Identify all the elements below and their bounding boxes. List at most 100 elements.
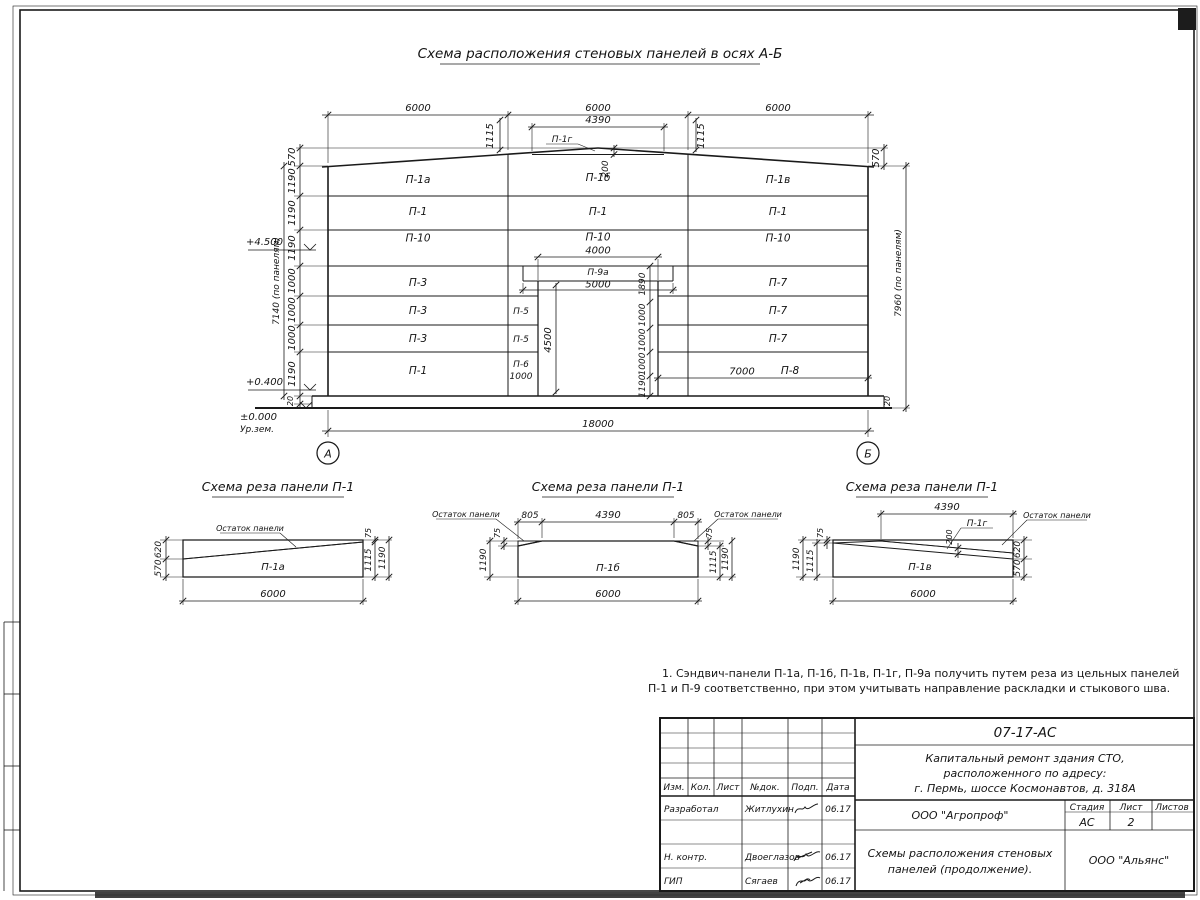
dim-lintel-width: 5000 [585, 280, 610, 291]
note-line-1: 1. Сэндвич-панели П-1а, П-1б, П-1в, П-1г… [662, 667, 1179, 680]
dim-1190: 1190 [721, 547, 731, 570]
row-role-razrabotal: Разработал [664, 805, 719, 815]
doc-number: 07-17-АС [994, 725, 1057, 741]
panel-label-p9a: П-9а [587, 268, 608, 278]
title-block: Изм. Кол. Лист №док. Подп. Дата Разработ… [659, 717, 1195, 892]
dim-1000: 1000 [287, 297, 298, 322]
elevation-bottom-dims: 18000 А Б [316, 410, 880, 465]
dim-bay3: 6000 [765, 103, 790, 114]
project-line-1: Капитальный ремонт здания СТО, [925, 752, 1124, 765]
dim-1190: 1190 [479, 548, 489, 571]
dim-door-height: 4500 [543, 327, 554, 352]
project-line-3: г. Пермь, шоссе Космонавтов, д. 318А [914, 782, 1136, 795]
signature-3 [795, 876, 821, 887]
panel-label-p3: П-3 [409, 305, 427, 317]
dim-p8-width: 7000 [729, 367, 754, 378]
dim-75: 75 [816, 528, 825, 538]
dim-1190: 1190 [638, 374, 648, 397]
dim-total-18000: 18000 [582, 419, 614, 430]
ground-label: Ур.зем. [240, 425, 274, 435]
panel-label-p1: П-1 [409, 365, 427, 377]
level-mark-icon [299, 401, 313, 409]
detail-3: Схема реза панели П-1 П-1г Остаток панел… [792, 479, 1091, 605]
panel-label-p7: П-7 [769, 305, 788, 317]
org-alyans: ООО "Альянс" [1089, 854, 1170, 867]
dim-door-width: 4000 [585, 246, 610, 257]
dim-200: 200 [945, 529, 954, 544]
panel-label-p6: П-6 [513, 360, 529, 370]
dim-1000: 1000 [638, 328, 648, 351]
level-mark-icon [303, 383, 317, 391]
panel-label-p1g: П-1г [552, 135, 573, 145]
axis-label-b: Б [864, 448, 872, 461]
panel-label-p1: П-1 [769, 206, 787, 218]
dim-1190: 1190 [287, 235, 298, 260]
panel-label-p7: П-7 [769, 333, 788, 345]
dim-20-left: 20 [286, 396, 295, 406]
dim-1115: 1115 [806, 549, 816, 572]
row-name-dvoeglazov: Двоеглазов [744, 853, 800, 863]
axis-bubble-a [316, 441, 340, 465]
panel-label-p1g: П-1г [967, 519, 988, 529]
scan-artifact-bar [95, 892, 1185, 898]
corner-stamp-box [1178, 8, 1196, 30]
signature-2 [793, 851, 821, 862]
dim-1190: 1190 [287, 361, 298, 386]
dim-1115: 1115 [364, 548, 374, 571]
note-line-2: П-1 и П-9 соответственно, при этом учиты… [648, 682, 1170, 695]
dim-6000: 6000 [595, 589, 620, 600]
stage-label: Стадия [1070, 803, 1105, 813]
detail-2-title: Схема реза панели П-1 [532, 479, 684, 494]
dim-6000: 6000 [260, 589, 285, 600]
dim-1115-right: 1115 [696, 123, 707, 148]
elevation-levels: +4.500 +0.400 ±0.000 Ур.зем. [240, 237, 317, 435]
dim-805: 805 [677, 511, 694, 521]
note: 1. Сэндвич-панели П-1а, П-1б, П-1в, П-1г… [648, 667, 1179, 695]
leftover-label: Остаток панели [216, 524, 284, 533]
sheet-number: 2 [1128, 816, 1135, 829]
main-title-block: Схема расположения стеновых панелей в ос… [418, 46, 783, 65]
panel-label-p1: П-1 [409, 206, 427, 218]
dim-1000: 1000 [638, 352, 648, 375]
panel-label-p10: П-10 [405, 233, 430, 245]
dim-75: 75 [493, 528, 502, 538]
sheet-label: Лист [1119, 803, 1144, 813]
dim-1190: 1190 [378, 546, 388, 569]
col-data: Дата [825, 783, 849, 793]
panel-label-p7: П-7 [769, 277, 788, 289]
dim-75: 75 [364, 528, 373, 538]
panel-label-p5: П-5 [513, 335, 529, 345]
elevation-top-dims: 6000 6000 6000 4390 1115 1115 200 [322, 103, 874, 178]
panel-label-p1: П-1 [589, 206, 607, 218]
subject-line-2: панелей (продолжение). [888, 863, 1032, 876]
elevation-panel-labels: П-1а П-1б П-1в П-1 П-1 П-1 П-10 П-10 П-1… [405, 135, 799, 382]
dim-left-total: 7140 (по панелям) [272, 237, 282, 325]
dim-4390: 4390 [934, 502, 959, 513]
sheets-label: Листов [1154, 803, 1189, 813]
dim-570: 570 [1013, 559, 1023, 576]
panel-label-p1b: П-1б [596, 562, 620, 574]
dim-805: 805 [521, 511, 538, 521]
elevation-door-dims: 4000 5000 4500 1890 1000 1000 1000 1190 … [519, 246, 872, 400]
leftover-label: Остаток панели [714, 510, 782, 519]
col-ndok: №док. [749, 783, 779, 793]
elevation-left-dims: 570 1190 1190 1190 1000 1000 1000 1190 2… [272, 144, 888, 408]
col-list: Лист [716, 783, 741, 793]
dim-75: 75 [705, 528, 714, 538]
dim-620: 620 [154, 541, 164, 558]
level-4500: +4.500 [246, 237, 283, 248]
leftover-label: Остаток панели [1023, 511, 1091, 520]
detail-3-title: Схема реза панели П-1 [846, 479, 998, 494]
main-title: Схема расположения стеновых панелей в ос… [418, 46, 783, 62]
leader-p1g [577, 143, 596, 152]
row-role-nkontr: Н. контр. [664, 853, 707, 863]
subject-line-1: Схемы расположения стеновых [868, 847, 1053, 860]
dim-570-right: 570 [871, 148, 882, 167]
dim-1115: 1115 [709, 550, 719, 573]
dim-1190: 1190 [287, 168, 298, 193]
axis-label-a: А [323, 448, 332, 461]
col-kol: Кол. [691, 783, 712, 793]
panel-label-p3: П-3 [409, 277, 427, 289]
